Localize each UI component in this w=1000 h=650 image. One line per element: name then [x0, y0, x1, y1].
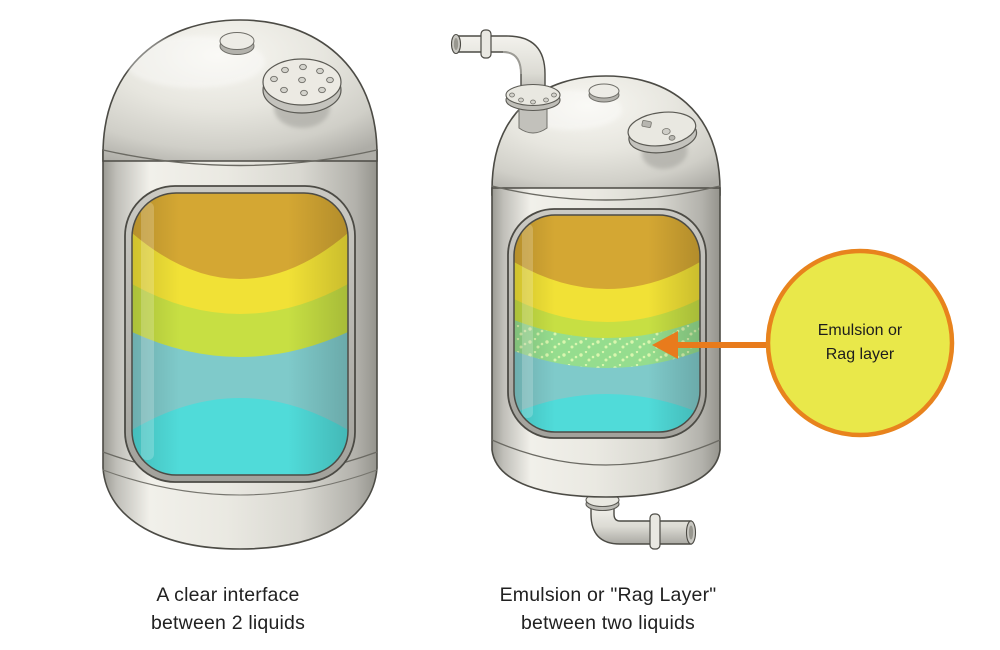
right-tank-weld-seam	[491, 439, 721, 466]
bottom-pipe-flange-ring	[649, 513, 661, 550]
right-window-inner-rim	[513, 214, 701, 433]
right-window-reflection	[522, 224, 533, 418]
right-caption-line2: between two liquids	[521, 612, 695, 634]
callout-label: Emulsion or Rag layer	[770, 319, 950, 367]
right-tank-top-pipe	[450, 29, 561, 134]
right-tank-top-port	[588, 83, 620, 103]
right-tank-caption: Emulsion or "Rag Layer" between two liqu…	[458, 581, 758, 637]
left-window-inner-rim	[131, 192, 349, 476]
flange-bolts	[270, 63, 334, 97]
left-tank-weld-seam	[102, 469, 378, 496]
right-tank	[450, 29, 721, 550]
left-caption-line1: A clear interface	[156, 584, 300, 606]
left-window-glass-shading	[132, 193, 348, 475]
right-tank-window	[507, 208, 707, 439]
right-window-glass-shading	[514, 215, 700, 432]
right-tank-manway	[627, 111, 698, 169]
right-caption-line1: Emulsion or "Rag Layer"	[499, 584, 717, 606]
top-pipe-flange-bolts	[509, 92, 557, 105]
top-pipe-flange-ring	[480, 29, 492, 59]
callout-label-line2: Rag layer	[825, 346, 895, 363]
callout	[652, 248, 955, 438]
left-tank-window	[124, 185, 356, 483]
callout-arrow-head	[652, 331, 678, 359]
left-tank-bolted-flange	[262, 58, 342, 128]
top-pipe-neck	[518, 103, 548, 134]
left-window-reflection	[141, 202, 154, 460]
left-tank-dome-seam	[102, 149, 378, 167]
left-tank-caption: A clear interface between 2 liquids	[78, 581, 378, 637]
left-tank-top-port	[219, 32, 255, 55]
callout-circle	[765, 248, 955, 438]
left-caption-line2: between 2 liquids	[150, 612, 306, 634]
right-tank-dome-seam	[491, 185, 721, 201]
left-tank	[102, 19, 378, 550]
callout-label-line1: Emulsion or	[817, 322, 903, 339]
